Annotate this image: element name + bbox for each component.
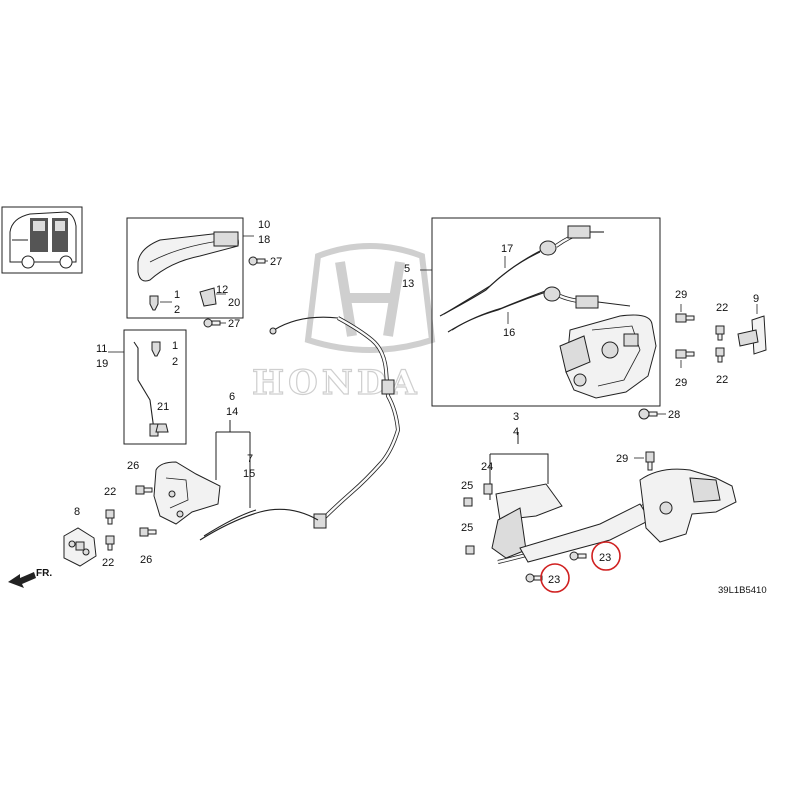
callout-19: 19 (96, 358, 108, 370)
clip-25a-icon[interactable] (463, 497, 473, 507)
callout-8: 8 (74, 506, 80, 518)
honda-wordmark: HONDA (252, 363, 421, 403)
latch-cable-17[interactable] (439, 225, 604, 317)
screw-26b-icon[interactable] (139, 527, 157, 537)
screw-29c-icon[interactable] (645, 451, 655, 471)
callout-23a: 23 (548, 574, 560, 586)
callout-2b: 2 (172, 356, 178, 368)
callout-21: 21 (157, 401, 169, 413)
callout-26a: 26 (127, 460, 139, 472)
screw-23a-icon[interactable] (525, 573, 543, 583)
screw-28-icon[interactable] (638, 408, 658, 420)
handle-clip-1-2a[interactable] (149, 295, 159, 311)
rod-clip-1-2b[interactable] (151, 341, 161, 357)
door-rod-11-19[interactable] (133, 341, 159, 437)
handle-bracket-12-20[interactable] (199, 287, 217, 307)
callout-22b: 22 (102, 557, 114, 569)
highlight-23a (540, 563, 570, 593)
callout-16: 16 (503, 327, 515, 339)
striker-plate-8[interactable] (63, 527, 97, 567)
callout-20: 20 (228, 297, 240, 309)
screw-23b-icon[interactable] (569, 551, 587, 561)
callout-13: 13 (402, 278, 414, 290)
vehicle-thumbnail-icon (1, 206, 83, 274)
callout-29a: 29 (675, 289, 687, 301)
callout-5: 5 (404, 263, 410, 275)
rear-latch-assembly[interactable] (491, 468, 737, 564)
callout-25a: 25 (461, 480, 473, 492)
callout-3: 3 (513, 411, 519, 423)
screw-22c-icon[interactable] (715, 325, 725, 341)
callout-1b: 1 (172, 340, 178, 352)
callout-25b: 25 (461, 522, 473, 534)
callout-9: 9 (753, 293, 759, 305)
outer-door-handle[interactable] (137, 231, 239, 282)
diagram-code: 39L1B5410 (718, 585, 767, 596)
front-door-cable[interactable] (199, 316, 401, 541)
callout-29b: 29 (675, 377, 687, 389)
direction-label: FR. (36, 568, 52, 579)
inner-handle-bracket[interactable] (153, 461, 221, 525)
callout-27a: 27 (270, 256, 282, 268)
callout-22a: 22 (104, 486, 116, 498)
callout-17: 17 (501, 243, 513, 255)
striker-9[interactable] (737, 315, 767, 355)
screw-27a-icon[interactable] (248, 256, 266, 266)
callout-22c: 22 (716, 302, 728, 314)
leader-6-14-7-15 (215, 420, 251, 508)
callout-10: 10 (258, 219, 270, 231)
callout-23b: 23 (599, 552, 611, 564)
latch-cable-16[interactable] (447, 286, 631, 333)
clip-24-icon[interactable] (483, 483, 493, 495)
callout-7: 7 (247, 453, 253, 465)
callout-11: 11 (96, 343, 107, 355)
clip-25b-icon[interactable] (465, 545, 475, 555)
screw-29a-icon[interactable] (675, 313, 695, 323)
rod-holder-21[interactable] (155, 423, 169, 433)
door-latch-actuator[interactable] (559, 314, 657, 399)
callout-22d: 22 (716, 374, 728, 386)
callout-27b: 27 (228, 318, 240, 330)
screw-22b-icon[interactable] (105, 535, 115, 551)
screw-26a-icon[interactable] (135, 485, 153, 495)
outer-handle-group-box (126, 217, 244, 319)
callout-6: 6 (229, 391, 235, 403)
callout-1a: 1 (174, 289, 180, 301)
callout-14: 14 (226, 406, 238, 418)
screw-29b-icon[interactable] (675, 349, 695, 359)
highlight-23b (591, 541, 621, 571)
screw-22a-icon[interactable] (105, 509, 115, 525)
screw-22d-icon[interactable] (715, 347, 725, 363)
latch-group-box (431, 217, 661, 407)
callout-28: 28 (668, 409, 680, 421)
callout-4: 4 (513, 426, 519, 438)
screw-27b-icon[interactable] (203, 318, 221, 328)
callout-2a: 2 (174, 304, 180, 316)
callout-18: 18 (258, 234, 270, 246)
front-direction-arrow-icon: FR. (8, 568, 52, 588)
callout-15: 15 (243, 468, 255, 480)
callout-24: 24 (481, 461, 493, 473)
callout-29c: 29 (616, 453, 628, 465)
callout-12: 12 (216, 284, 228, 296)
rod-group-box (123, 329, 187, 445)
callout-26b: 26 (140, 554, 152, 566)
